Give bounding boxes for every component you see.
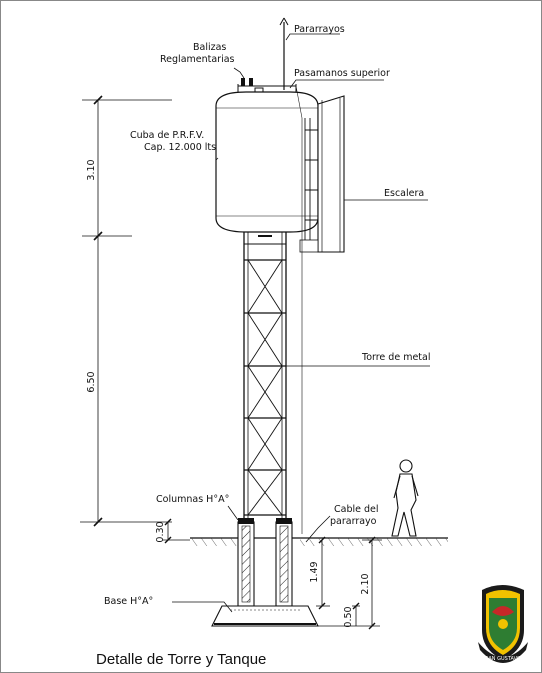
dim-column-depth: 1.49	[309, 561, 320, 582]
label-pararrayos: Pararrayos	[294, 24, 345, 35]
label-balizas-line1: Balizas	[193, 42, 226, 53]
drawing-caption: Detalle de Torre y Tanque	[96, 651, 267, 668]
label-cable-line2: pararrayo	[330, 516, 377, 527]
tank	[215, 84, 319, 233]
ground-line	[190, 537, 448, 546]
lightning-rod	[279, 17, 289, 90]
dim-tower-height: 6.50	[86, 371, 97, 392]
dim-base-thickness: 0.50	[343, 606, 354, 627]
label-balizas-line2: Reglamentarias	[160, 54, 235, 65]
label-cable-line1: Cable del	[334, 504, 379, 515]
label-columnas: Columnas H°A°	[156, 494, 229, 505]
metal-tower	[243, 232, 287, 520]
san-gustavo-logo: SAN GUSTAVO	[478, 585, 528, 663]
logo-text: SAN GUSTAVO	[485, 656, 521, 662]
label-cuba-line2: Cap. 12.000 lts	[144, 142, 216, 153]
dim-tank-height: 3.10	[86, 159, 97, 180]
dim-foundation-depth: 2.10	[360, 573, 371, 594]
human-figure	[391, 459, 419, 537]
dimension-lines	[80, 95, 382, 630]
concrete-columns	[237, 518, 293, 607]
label-torre: Torre de metal	[361, 352, 430, 363]
dim-above-ground: 0.30	[155, 521, 166, 542]
concrete-base	[211, 605, 319, 627]
leader-lines	[172, 33, 430, 613]
ladder	[299, 95, 345, 253]
label-base: Base H°A°	[104, 596, 153, 607]
label-escalera: Escalera	[384, 188, 424, 199]
label-pasamanos: Pasamanos superior	[294, 68, 390, 79]
label-cuba-line1: Cuba de P.R.F.V.	[130, 130, 204, 141]
